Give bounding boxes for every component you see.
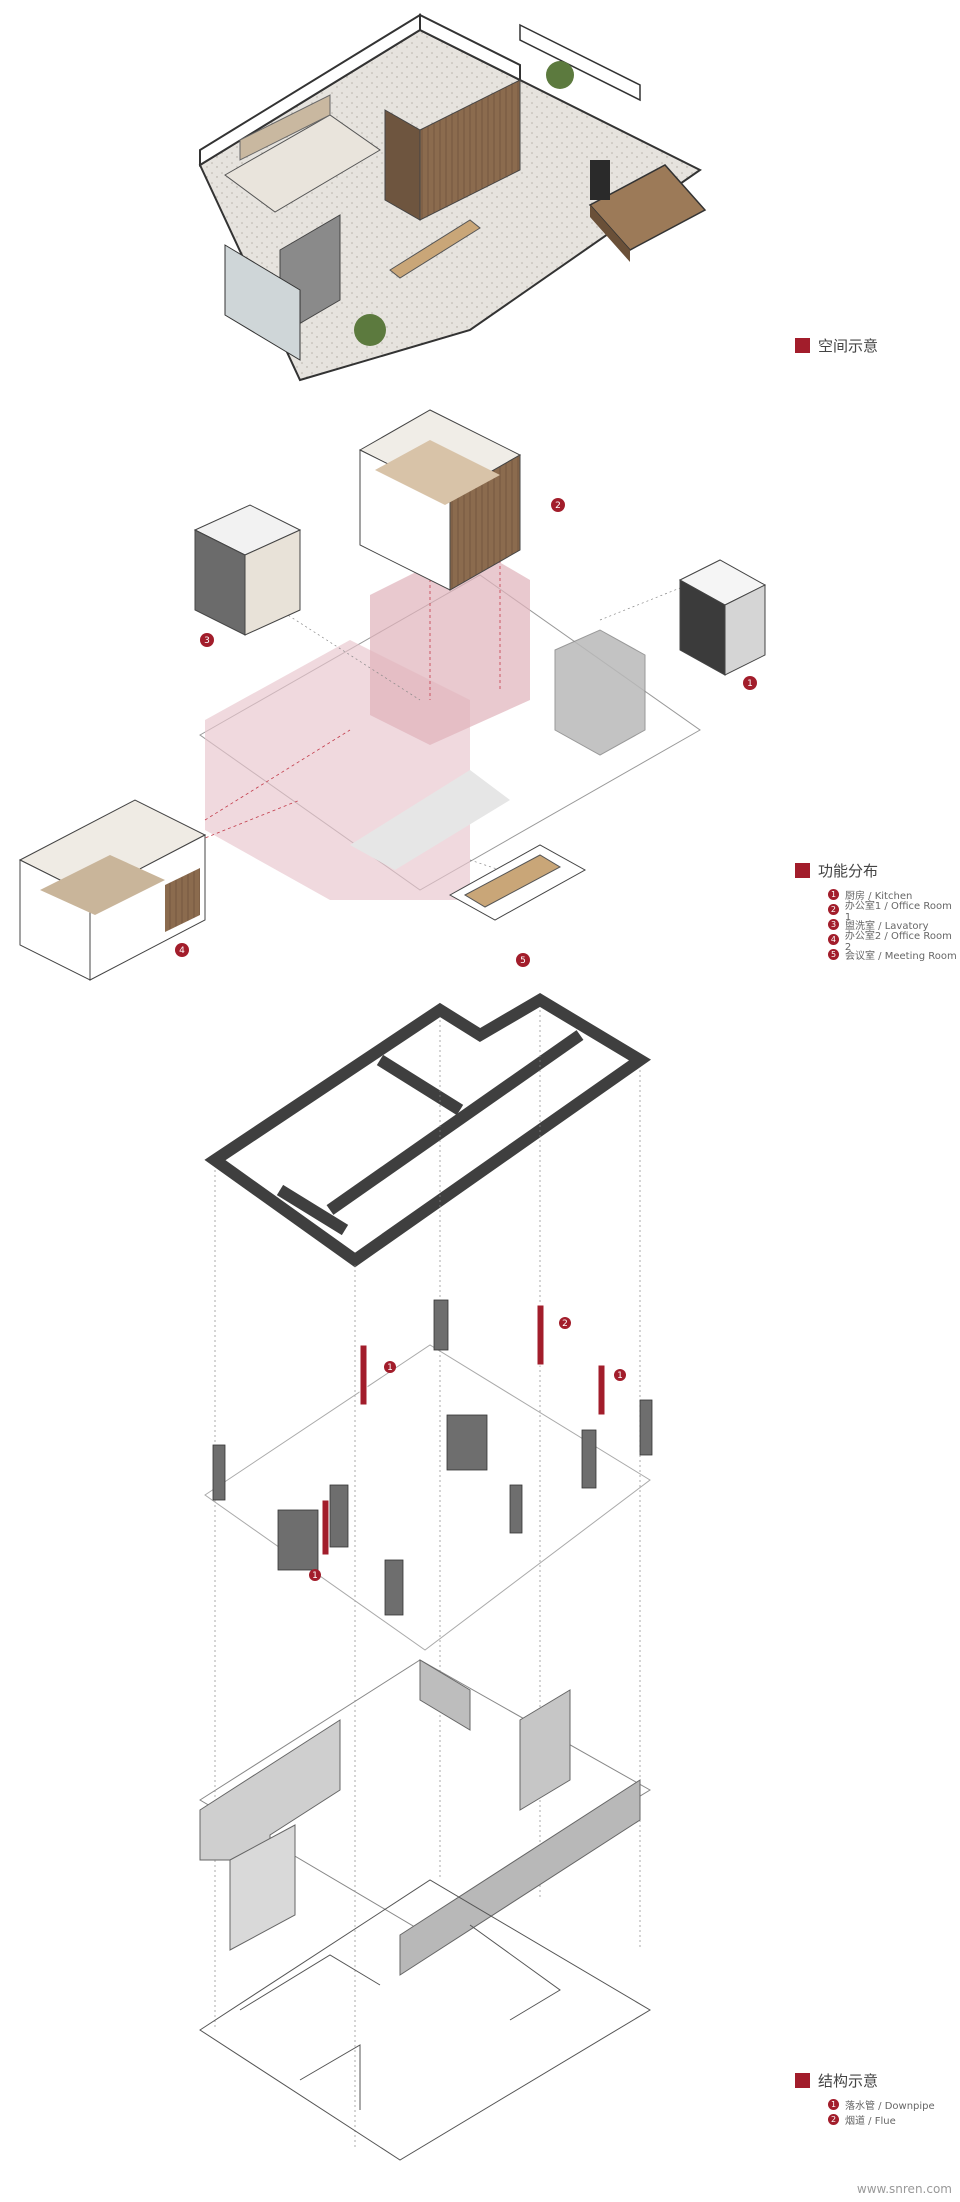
callout-pipe-low: 1 <box>309 1569 321 1581</box>
structure-axonometric: 1 2 1 1 <box>199 993 653 2161</box>
callout-pipe-right: 1 <box>614 1369 626 1381</box>
svg-text:2: 2 <box>562 1319 568 1329</box>
kitchen-box <box>678 559 767 676</box>
svg-text:2: 2 <box>555 501 561 511</box>
svg-text:1: 1 <box>312 1571 318 1581</box>
walls-extrusion <box>199 1659 651 1976</box>
callout-office-1: 2 <box>551 498 565 512</box>
meeting-room-plate <box>448 844 587 921</box>
legend-space-title: 空间示意 <box>818 337 879 355</box>
callout-pipe-mid: 2 <box>559 1317 571 1329</box>
callout-pipe-left: 1 <box>384 1361 396 1373</box>
svg-text:1: 1 <box>617 1371 623 1381</box>
svg-text:1: 1 <box>747 679 753 689</box>
function-axonometric: 1 2 3 4 5 <box>18 409 767 981</box>
svg-text:1: 1 <box>387 1363 393 1373</box>
lavatory-box <box>193 504 302 636</box>
legend-function-title: 功能分布 <box>818 862 879 880</box>
space-axonometric <box>198 13 707 382</box>
svg-text:4: 4 <box>179 946 185 956</box>
svg-text:3: 3 <box>204 636 210 646</box>
legend-swatch <box>795 2073 810 2088</box>
svg-text:5: 5 <box>520 956 526 966</box>
legend-space: 空间示意 <box>795 335 878 356</box>
office-room-1-box <box>358 409 522 591</box>
office-room-2-box <box>18 799 207 981</box>
legend-structure-title: 结构示意 <box>818 2072 879 2090</box>
callout-meeting: 5 <box>516 953 530 967</box>
watermark: www.snren.com <box>856 2182 952 2196</box>
legend-swatch <box>795 338 810 353</box>
callout-office-2: 4 <box>175 943 189 957</box>
floor-plan-outline <box>199 1879 651 2161</box>
callout-kitchen: 1 <box>743 676 757 690</box>
callout-lavatory: 3 <box>200 633 214 647</box>
legend-swatch <box>795 863 810 878</box>
